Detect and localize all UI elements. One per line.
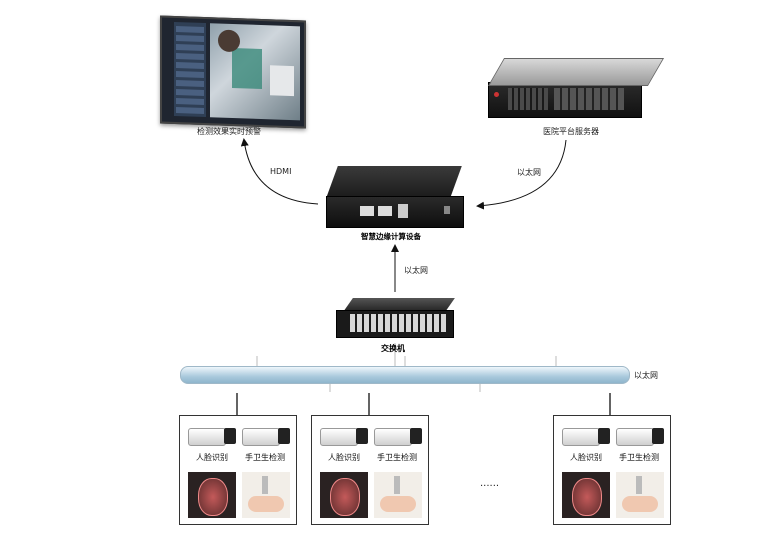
hand-camera-icon: [374, 426, 422, 446]
hand-label: 手卫生检测: [245, 453, 285, 462]
more-groups-ellipsis: ......: [480, 478, 500, 489]
face-label: 人脸识别: [196, 453, 228, 462]
hdmi-label: HDMI: [270, 167, 292, 176]
network-switch: [334, 298, 455, 340]
hand-camera-icon: [242, 426, 290, 446]
server-ethernet-label: 以太网: [517, 168, 541, 177]
monitor-sidebar-row: [176, 98, 204, 105]
camera-group-1: 人脸识别 手卫生检测: [179, 415, 297, 525]
monitor: [160, 15, 306, 129]
ethernet-bus-label: 以太网: [634, 371, 658, 380]
camera-group-3: 人脸识别 手卫生检测: [553, 415, 671, 525]
switch-label: 交换机: [381, 344, 405, 353]
monitor-label: 检测效果实时预警: [197, 127, 261, 136]
monitor-sidebar-row: [176, 89, 204, 96]
face-camera-icon: [320, 426, 368, 446]
camera-group-2: 人脸识别 手卫生检测: [311, 415, 429, 525]
monitor-sidebar-row: [176, 80, 204, 87]
hand-label: 手卫生检测: [377, 453, 417, 462]
hdmi-link: [240, 138, 319, 205]
monitor-sidebar-row: [176, 44, 204, 51]
switch-ethernet-label: 以太网: [404, 266, 428, 275]
hand-hygiene-image: [616, 472, 664, 518]
monitor-sidebar-row: [176, 62, 204, 69]
monitor-sidebar-row: [176, 107, 204, 114]
monitor-sidebar: [174, 21, 206, 118]
edge-device-label: 智慧边缘计算设备: [361, 232, 421, 241]
server: [487, 56, 665, 118]
hand-hygiene-image: [242, 472, 290, 518]
server-label: 医院平台服务器: [543, 127, 599, 136]
monitor-sidebar-row: [176, 35, 204, 42]
monitor-sidebar-row: [176, 71, 204, 78]
edge-device: [322, 166, 466, 228]
monitor-sidebar-row: [176, 26, 204, 33]
ethernet-bus: [180, 366, 630, 384]
monitor-sidebar-row: [176, 53, 204, 60]
face-camera-icon: [188, 426, 236, 446]
hand-hygiene-image: [374, 472, 422, 518]
face-label: 人脸识别: [328, 453, 360, 462]
face-recognition-image: [562, 472, 610, 518]
hand-camera-icon: [616, 426, 664, 446]
monitor-video: [210, 23, 300, 121]
server-link: [476, 139, 567, 210]
hand-label: 手卫生检测: [619, 453, 659, 462]
face-label: 人脸识别: [570, 453, 602, 462]
face-recognition-image: [320, 472, 368, 518]
face-camera-icon: [562, 426, 610, 446]
face-recognition-image: [188, 472, 236, 518]
